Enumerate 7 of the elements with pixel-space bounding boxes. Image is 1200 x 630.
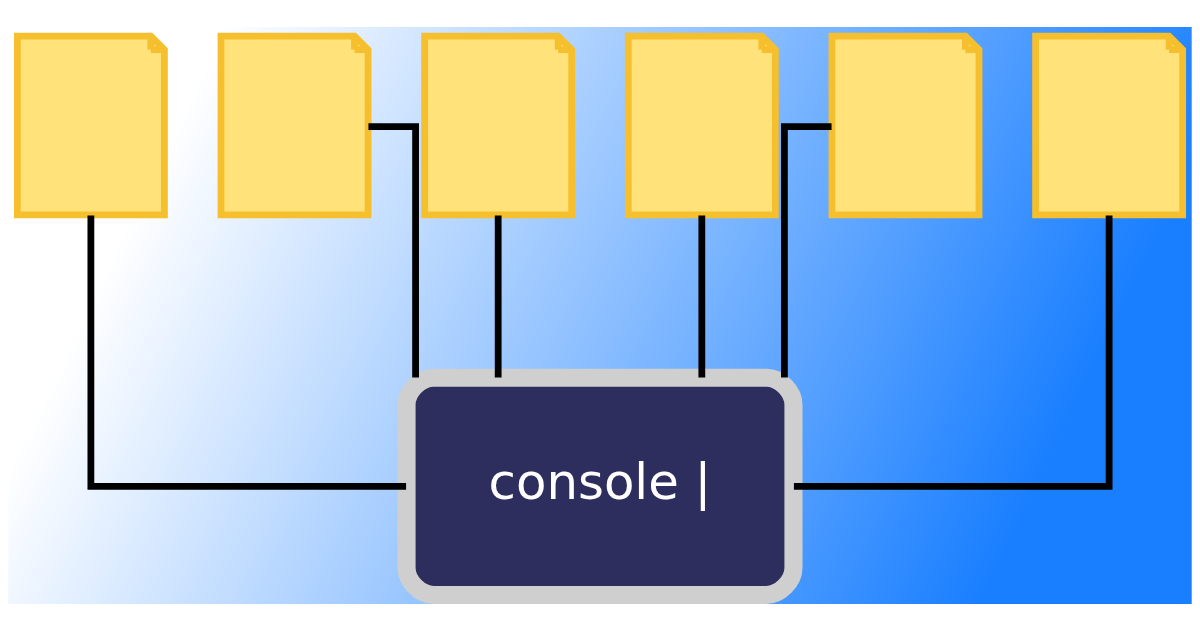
connector (793, 215, 1113, 490)
connector (698, 215, 706, 377)
connector (87, 215, 407, 490)
connector (494, 215, 502, 377)
connector (368, 122, 419, 377)
connector (781, 122, 832, 377)
node-box: console | (397, 368, 803, 604)
